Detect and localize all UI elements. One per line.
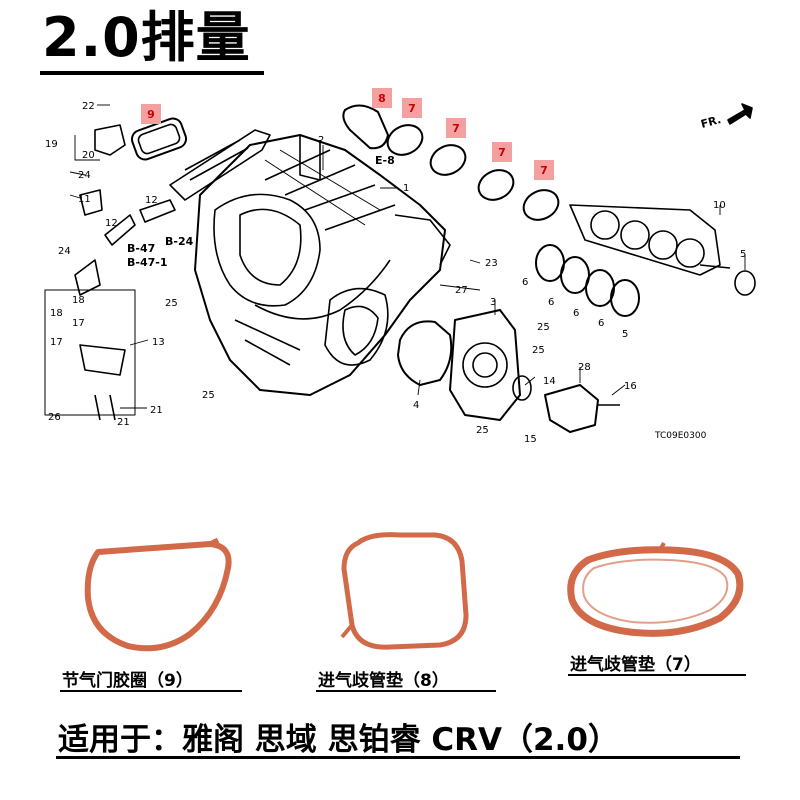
- part-number: 21: [150, 405, 163, 416]
- part-number: 18: [72, 295, 85, 306]
- caption-gasket-7: 进气歧管垫（7）: [570, 655, 701, 675]
- caption-underline: [568, 674, 746, 676]
- part-number: 10: [713, 200, 726, 211]
- part-number: 24: [78, 170, 91, 181]
- intake-manifold: [169, 129, 451, 396]
- part-number: 25: [537, 322, 550, 333]
- leader-lines: [69, 104, 746, 409]
- highlight-number: 7: [498, 146, 506, 159]
- part-number: 2: [318, 135, 324, 146]
- part-number: 16: [624, 381, 637, 392]
- gasket-7-photo: [567, 542, 744, 637]
- caption-gasket-9: 节气门胶圈（9）: [62, 671, 193, 691]
- highlight-box: [492, 142, 512, 162]
- part-number: 12: [105, 218, 118, 229]
- part-number: 12: [145, 195, 158, 206]
- ref-label-b47: B-47: [127, 242, 155, 255]
- highlight-number: 8: [378, 92, 386, 105]
- part-number: 22: [82, 101, 95, 112]
- ring-10: [734, 270, 756, 296]
- part-number: 25: [165, 298, 178, 309]
- caption-gasket-8: 进气歧管垫（8）: [318, 671, 449, 691]
- gasket-9-photo: [84, 537, 232, 652]
- ref-label-e8: E-8: [375, 154, 395, 167]
- part-number: 5: [622, 329, 628, 340]
- gasket-8-diagram: [342, 104, 389, 150]
- part-number: 28: [578, 362, 591, 373]
- code-label: TC09E0300: [654, 431, 707, 441]
- gasket-4-diagram: [397, 320, 453, 386]
- part-number: 25: [532, 345, 545, 356]
- highlight-box: [402, 98, 422, 118]
- caption-underline: [60, 690, 242, 692]
- part-number: 6: [598, 318, 604, 329]
- gasket-9-diagram: [130, 117, 188, 161]
- highlight-box: [372, 88, 392, 108]
- highlight-number: 9: [147, 108, 155, 121]
- part-number: 27: [455, 285, 468, 296]
- ring-15: [512, 375, 532, 401]
- highlight-number: 7: [452, 122, 460, 135]
- part-number: 17: [50, 337, 63, 348]
- highlight-box: [141, 104, 161, 124]
- part-number: 1: [403, 183, 409, 194]
- page-title: 2.0排量: [42, 6, 251, 69]
- part-number: 13: [152, 337, 165, 348]
- part-number: 6: [522, 277, 528, 288]
- part-number: 14: [543, 376, 556, 387]
- part-number: 21: [117, 417, 130, 428]
- part-number: 25: [202, 390, 215, 401]
- part-number: 24: [58, 246, 71, 257]
- part-number: 6: [548, 297, 554, 308]
- part-number: 19: [45, 139, 58, 150]
- compatibility-footer: 适用于：雅阁 思域 思铂睿 CRV（2.0）: [58, 722, 619, 758]
- highlight-number: 7: [540, 164, 548, 177]
- ref-label-b47-1: B-47-1: [127, 256, 167, 269]
- part-number: 26: [48, 412, 61, 423]
- part-number: 15: [524, 434, 537, 445]
- ref-label-b24: B-24: [165, 235, 194, 248]
- part-number: 5: [740, 249, 746, 260]
- title-underline: [40, 71, 264, 75]
- part-number: 20: [82, 150, 95, 161]
- footer-underline: [56, 756, 740, 759]
- gasket-7-diagram: [386, 124, 560, 221]
- part-number: 23: [485, 258, 498, 269]
- throttle-body: [449, 309, 521, 421]
- part-number: 11: [78, 194, 91, 205]
- part-number: 17: [72, 318, 85, 329]
- sensor-14: [544, 384, 620, 433]
- part-number: 25: [476, 425, 489, 436]
- highlight-callouts: 9 8 7 7 7 7: [141, 88, 554, 180]
- part-number: 3: [490, 297, 496, 308]
- front-arrow-icon: [727, 103, 753, 125]
- part-number: 4: [413, 400, 419, 411]
- gasket-8-photo: [340, 532, 469, 650]
- injector-assembly: [569, 204, 731, 276]
- bracket-group: [44, 124, 176, 421]
- highlight-box: [446, 118, 466, 138]
- caption-underline: [316, 690, 496, 692]
- highlight-number: 7: [408, 102, 416, 115]
- o-rings-6: [535, 244, 640, 317]
- highlight-box: [534, 160, 554, 180]
- part-number: 18: [50, 308, 63, 319]
- front-label: FR.: [699, 113, 722, 131]
- part-number: 6: [573, 308, 579, 319]
